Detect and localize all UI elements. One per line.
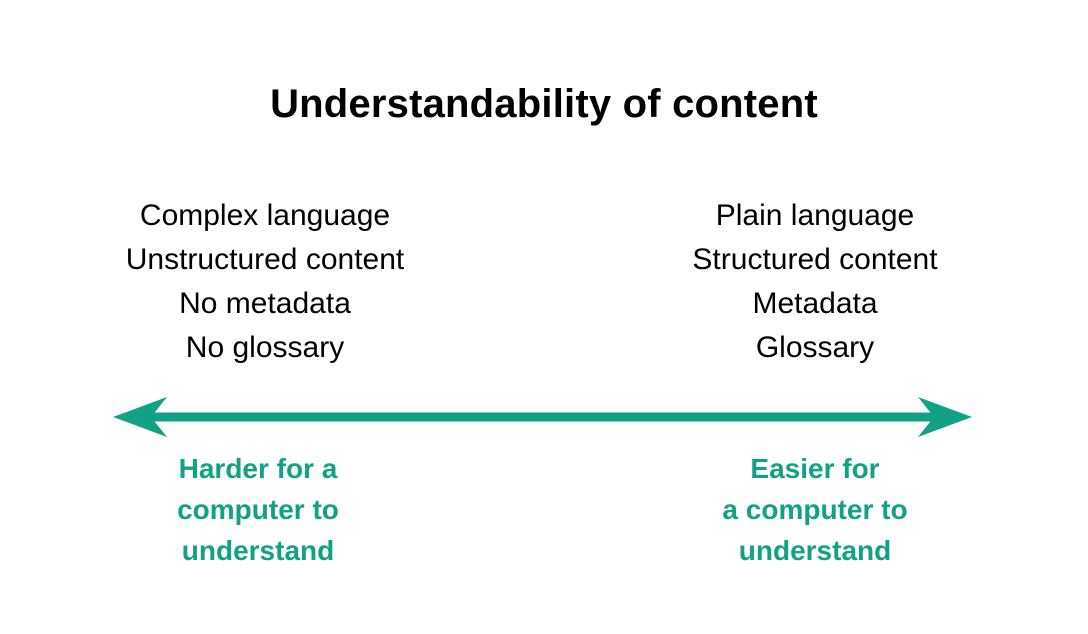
list-item: Glossary — [755, 331, 875, 364]
left-attributes-list: Complex language Unstructured content No… — [40, 194, 490, 370]
list-item: Metadata — [752, 287, 878, 320]
list-item: No glossary — [185, 331, 345, 364]
easier-end-label: Easier for a computer to understand — [722, 453, 908, 566]
diagram-title: Understandability of content — [270, 82, 818, 126]
double-arrow-axis — [100, 395, 990, 445]
double-arrow-icon — [113, 397, 972, 437]
list-item: Unstructured content — [125, 243, 405, 276]
right-attributes-list: Plain language Structured content Metada… — [600, 194, 1030, 370]
list-item: Complex language — [139, 199, 391, 232]
list-item: Structured content — [692, 243, 938, 276]
list-item: No metadata — [179, 287, 351, 320]
harder-end-label: Harder for a computer to understand — [177, 453, 339, 566]
list-item: Plain language — [715, 199, 915, 232]
